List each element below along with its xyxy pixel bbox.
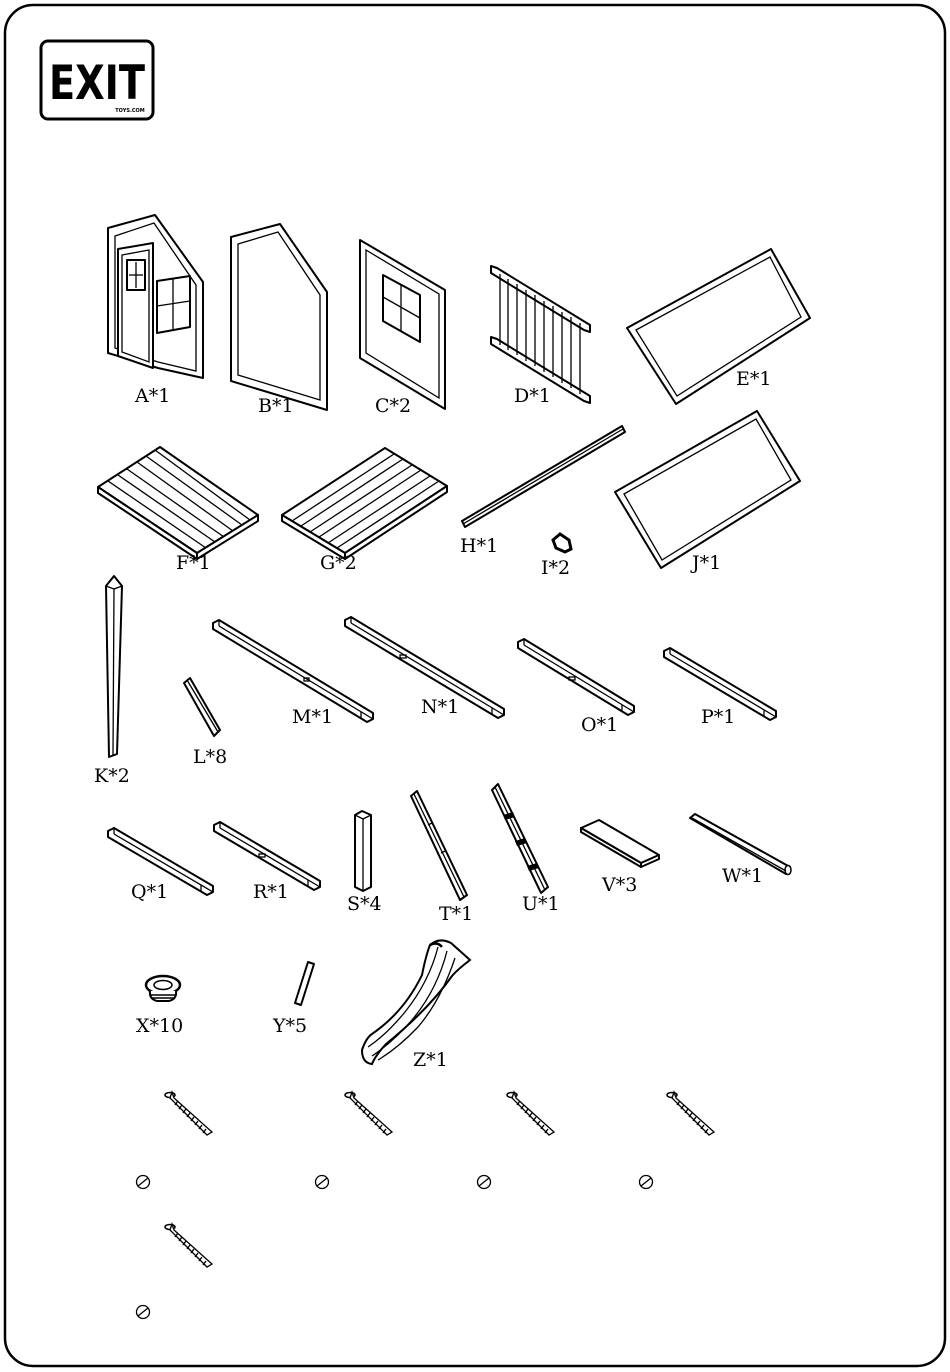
part-label-x: X*10 <box>136 1015 183 1037</box>
part-label-n: N*1 <box>421 696 459 718</box>
part-label-f: F*1 <box>176 552 211 574</box>
part-k-drawing <box>106 576 122 757</box>
part-l-drawing <box>184 678 220 736</box>
exit-logo-wordmark: EXIT <box>49 56 145 111</box>
part-c-drawing <box>360 240 445 409</box>
part-label-z: Z*1 <box>413 1049 448 1071</box>
washer-1-icon <box>137 1176 150 1189</box>
page-border <box>5 5 945 1366</box>
part-e-drawing <box>627 249 810 404</box>
part-v-drawing <box>581 820 659 867</box>
part-u-drawing <box>492 784 548 893</box>
part-label-h: H*1 <box>460 535 498 557</box>
part-o-drawing <box>518 639 634 715</box>
part-label-e: E*1 <box>736 368 771 390</box>
part-label-d: D*1 <box>514 385 551 407</box>
part-label-w: W*1 <box>722 865 763 887</box>
part-label-m: M*1 <box>292 706 333 728</box>
part-x-drawing <box>146 976 180 1001</box>
part-label-a: A*1 <box>134 385 170 407</box>
part-r-drawing <box>214 822 320 890</box>
screw-1-drawing <box>165 1092 212 1135</box>
part-label-i: I*2 <box>541 557 570 579</box>
part-d-drawing <box>491 266 590 403</box>
part-a-drawing <box>108 215 203 378</box>
part-z-drawing <box>362 940 470 1064</box>
part-s-drawing <box>355 811 371 891</box>
part-label-b: B*1 <box>258 395 294 417</box>
screw-5-drawing <box>165 1224 212 1267</box>
washer-4-icon <box>640 1176 653 1189</box>
screw-3-drawing <box>507 1092 554 1135</box>
part-label-s: S*4 <box>347 893 382 915</box>
part-label-r: R*1 <box>253 881 289 903</box>
washer-3-icon <box>478 1176 491 1189</box>
part-label-q: Q*1 <box>131 881 168 903</box>
part-label-u: U*1 <box>522 893 560 915</box>
screw-2-drawing <box>345 1092 392 1135</box>
part-label-p: P*1 <box>701 706 735 728</box>
part-j-drawing <box>615 411 800 568</box>
part-b-drawing <box>231 224 327 410</box>
part-label-j: J*1 <box>690 552 721 574</box>
part-label-c: C*2 <box>375 395 411 417</box>
exit-logo-subtext: TOYS.COM <box>115 108 145 114</box>
part-label-y: Y*5 <box>272 1015 307 1037</box>
part-g-drawing <box>282 448 447 559</box>
screw-4-drawing <box>667 1092 714 1135</box>
part-label-k: K*2 <box>94 765 130 787</box>
part-y-drawing <box>295 962 314 1005</box>
part-label-g: G*2 <box>320 552 357 574</box>
part-label-t: T*1 <box>439 903 473 925</box>
part-i-drawing <box>553 534 571 552</box>
part-label-o: O*1 <box>581 714 618 736</box>
part-label-v: V*3 <box>601 874 637 896</box>
part-f-drawing <box>98 447 258 559</box>
washer-5-icon <box>137 1306 150 1319</box>
part-label-l: L*8 <box>193 746 227 768</box>
part-h-drawing <box>462 426 625 527</box>
part-t-drawing <box>411 791 467 900</box>
washer-2-icon <box>316 1176 329 1189</box>
exit-logo: EXIT TOYS.COM <box>41 41 153 119</box>
